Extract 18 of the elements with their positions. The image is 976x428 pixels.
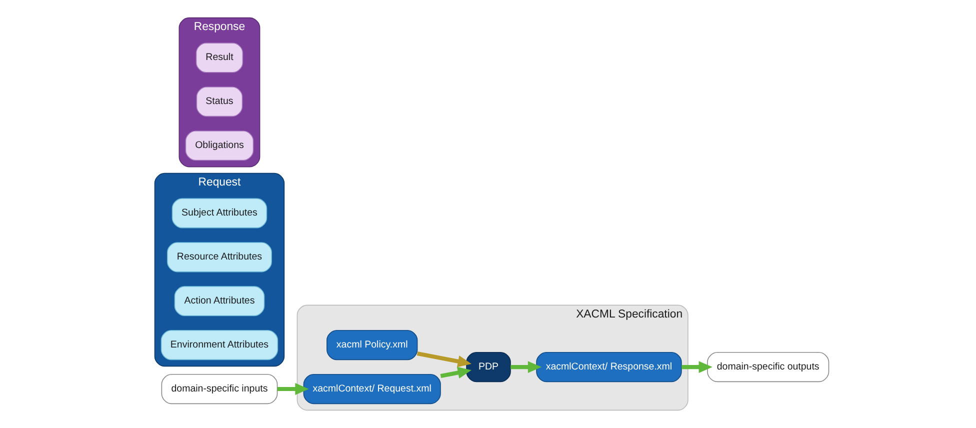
node-box: domain-specific inputs — [160, 374, 278, 404]
node-box: xacmlContext/ Request.xml — [302, 374, 440, 404]
arrow — [510, 361, 542, 373]
node-box: xacml Policy.xml — [326, 330, 418, 360]
node-box: xacmlContext/ Response.xml — [536, 352, 682, 382]
node-box: Resource Attributes — [166, 242, 272, 272]
node-box: Result — [195, 42, 243, 73]
node-box: domain-specific outputs — [706, 352, 829, 382]
arrow — [440, 366, 471, 379]
arrow — [276, 383, 308, 395]
arrow — [416, 352, 471, 368]
node-box: Obligations — [184, 130, 254, 161]
arrow — [681, 361, 712, 373]
node-box: Status — [196, 86, 242, 117]
node-box: PDP — [466, 352, 510, 382]
node-box: Subject Attributes — [171, 198, 267, 228]
node-box: Environment Attributes — [160, 330, 278, 360]
node-box: Action Attributes — [174, 286, 264, 316]
